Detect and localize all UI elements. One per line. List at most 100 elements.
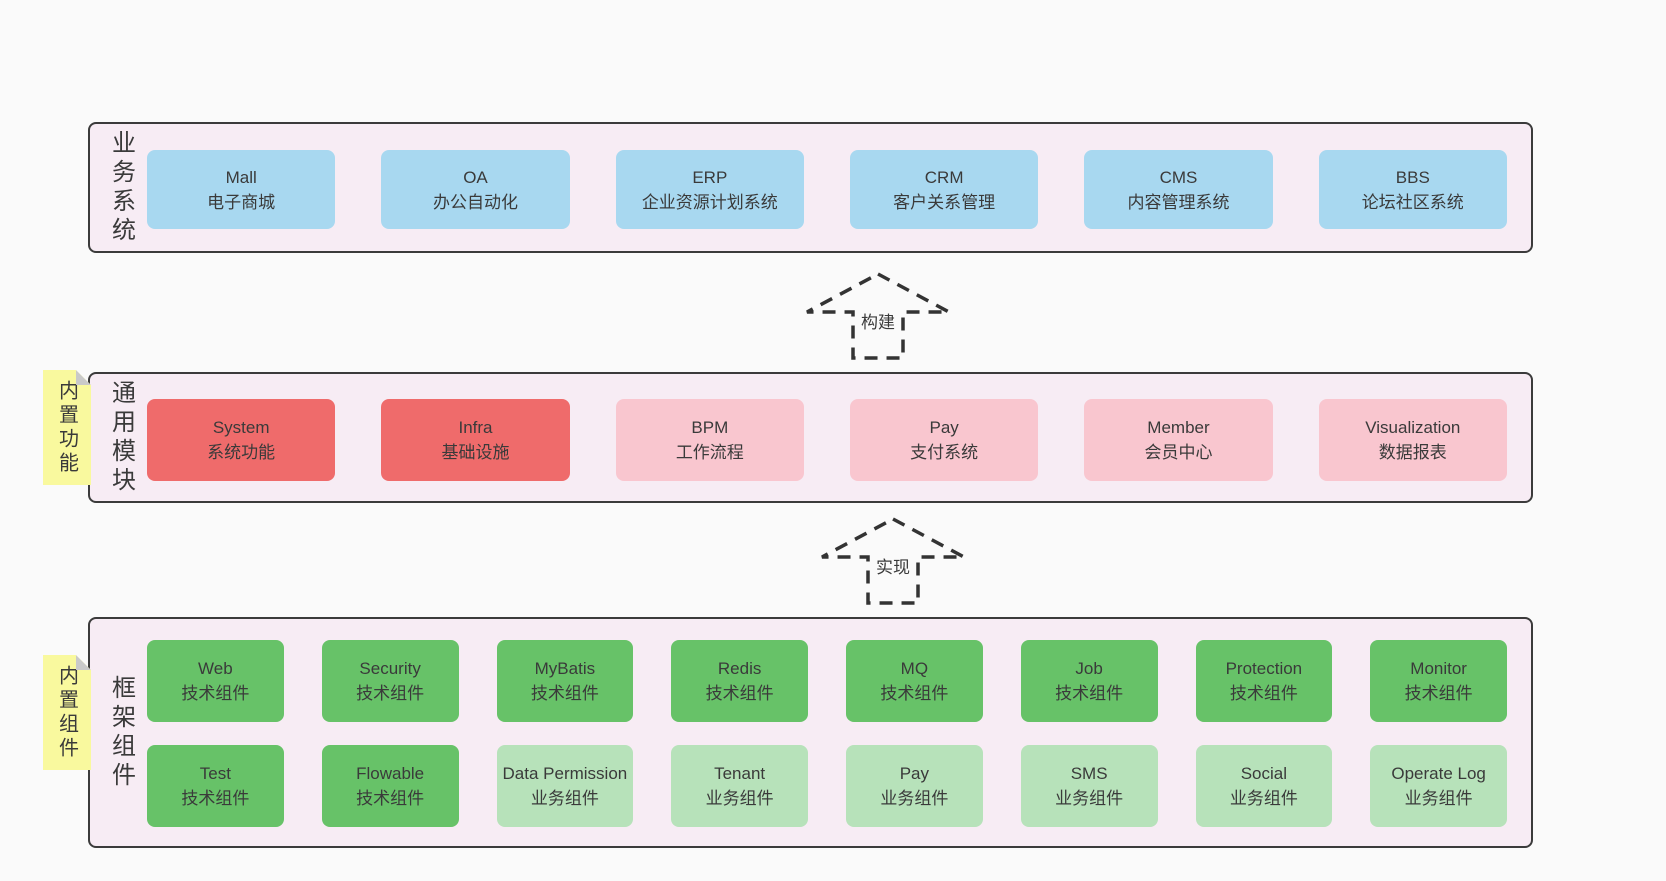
box-subtitle: 系统功能 <box>207 443 276 462</box>
box-subtitle: 办公自动化 <box>432 192 518 212</box>
box-subtitle: 技术组件 <box>1055 684 1124 703</box>
box-title: Web <box>198 659 233 678</box>
box-bbs: BBS 论坛社区系统 <box>1318 150 1507 229</box>
arrow-label-implement: 实现 <box>873 553 913 578</box>
box-subtitle: 技术组件 <box>530 684 599 703</box>
box-subtitle: 业务组件 <box>1055 789 1124 808</box>
box-subtitle: 论坛社区系统 <box>1361 192 1464 212</box>
band-label-common-modules: 通用模块 <box>107 379 135 496</box>
box-social: Social 业务组件 <box>1195 745 1333 827</box>
box-title: Infra <box>458 418 493 437</box>
box-subtitle: 电子商城 <box>207 192 276 212</box>
note-label-builtin-features: 内置功能 <box>55 379 78 476</box>
box-title: CMS <box>1159 167 1198 187</box>
box-mall: Mall 电子商城 <box>147 150 336 229</box>
box-title: ERP <box>692 167 728 187</box>
box-subtitle: 技术组件 <box>705 684 774 703</box>
box-subtitle: 工作流程 <box>675 443 744 462</box>
dashed-up-arrow-icon <box>821 517 965 605</box>
box-mq: MQ 技术组件 <box>846 640 983 722</box>
box-subtitle: 基础设施 <box>441 443 510 462</box>
box-infra: Infra 基础设施 <box>381 399 570 481</box>
box-test: Test 技术组件 <box>147 745 284 827</box>
box-protection: Protection 技术组件 <box>1195 640 1333 722</box>
box-row: Mall 电子商城 OA 办公自动化 ERP 企业资源计划系统 CRM 客户关系管理 CMS 内容… <box>147 150 1507 229</box>
box-subtitle: 技术组件 <box>181 684 250 703</box>
box-subtitle: 支付系统 <box>910 443 979 462</box>
box-title: Member <box>1147 418 1210 437</box>
box-visualization: Visualization 数据报表 <box>1318 399 1507 481</box>
box-row: System 系统功能 Infra 基础设施 BPM 工作流程 Pay 支付系统 Member 会… <box>147 399 1507 481</box>
box-title: System <box>212 418 270 437</box>
band-common-modules: 通用模块 System 系统功能 Infra 基础设施 BPM 工作流程 Pay 支付系统 Me… <box>88 372 1533 503</box>
box-title: Job <box>1075 659 1103 678</box>
box-title: SMS <box>1070 764 1108 783</box>
box-redis: Redis 技术组件 <box>671 640 808 722</box>
box-subtitle: 会员中心 <box>1144 443 1213 462</box>
box-subtitle: 业务组件 <box>880 789 949 808</box>
box-subtitle: 业务组件 <box>705 789 774 808</box>
box-title: Protection <box>1225 659 1303 678</box>
box-title: Security <box>359 659 421 678</box>
box-title: MQ <box>900 659 929 678</box>
box-web: Web 技术组件 <box>147 640 284 722</box>
box-sms: SMS 业务组件 <box>1020 745 1158 827</box>
box-subtitle: 技术组件 <box>880 684 949 703</box>
box-monitor: Monitor 技术组件 <box>1370 640 1507 722</box>
box-title: Social <box>1240 764 1288 783</box>
box-pay: Pay 业务组件 <box>846 745 983 827</box>
box-bpm: BPM 工作流程 <box>615 399 804 481</box>
box-data-permission: Data Permission 业务组件 <box>496 745 634 827</box>
box-system: System 系统功能 <box>147 399 336 481</box>
box-mybatis: MyBatis 技术组件 <box>496 640 634 722</box>
box-title: Test <box>199 764 231 783</box>
box-security: Security 技术组件 <box>321 640 459 722</box>
box-subtitle: 业务组件 <box>1404 789 1473 808</box>
box-title: Pay <box>929 418 959 437</box>
box-subtitle: 技术组件 <box>181 789 250 808</box>
box-title: Redis <box>717 659 762 678</box>
sticky-note-builtin-features: 内置功能 <box>43 370 91 485</box>
box-subtitle: 技术组件 <box>1404 684 1473 703</box>
box-erp: ERP 企业资源计划系统 <box>615 150 804 229</box>
box-title: OA <box>463 167 488 187</box>
box-title: Flowable <box>356 764 425 783</box>
box-subtitle: 内容管理系统 <box>1127 192 1230 212</box>
box-title: Operate Log <box>1391 764 1486 783</box>
box-title: MyBatis <box>534 659 596 678</box>
box-tenant: Tenant 业务组件 <box>671 745 808 827</box>
note-label-builtin-components: 内置组件 <box>55 664 78 761</box>
box-title: BPM <box>691 418 729 437</box>
box-crm: CRM 客户关系管理 <box>849 150 1039 229</box>
box-subtitle: 业务组件 <box>1229 789 1298 808</box>
box-title: Monitor <box>1410 659 1467 678</box>
box-title: Data Permission <box>502 764 628 783</box>
box-title: Tenant <box>714 764 766 783</box>
box-title: Mall <box>225 167 257 187</box>
box-subtitle: 技术组件 <box>356 684 425 703</box>
box-subtitle: 数据报表 <box>1378 443 1447 462</box>
arrow-label-build: 构建 <box>858 308 898 333</box>
box-oa: OA 办公自动化 <box>381 150 570 229</box>
box-member: Member 会员中心 <box>1084 399 1273 481</box>
box-title: CRM <box>924 167 964 187</box>
box-subtitle: 技术组件 <box>1229 684 1298 703</box>
box-subtitle: 企业资源计划系统 <box>641 192 778 212</box>
up-arrow-build: 构建 <box>803 272 953 360</box>
box-subtitle: 技术组件 <box>356 789 425 808</box>
box-operate-log: Operate Log 业务组件 <box>1370 745 1507 827</box>
box-job: Job 技术组件 <box>1020 640 1158 722</box>
up-arrow-implement: 实现 <box>818 517 968 605</box>
box-title: Visualization <box>1365 418 1461 437</box>
box-title: BBS <box>1395 167 1430 187</box>
box-subtitle: 客户关系管理 <box>893 192 996 212</box>
box-subtitle: 业务组件 <box>530 789 599 808</box>
box-title: Pay <box>899 764 930 783</box>
sticky-note-builtin-components: 内置组件 <box>43 655 91 770</box>
box-flowable: Flowable 技术组件 <box>321 745 459 827</box>
